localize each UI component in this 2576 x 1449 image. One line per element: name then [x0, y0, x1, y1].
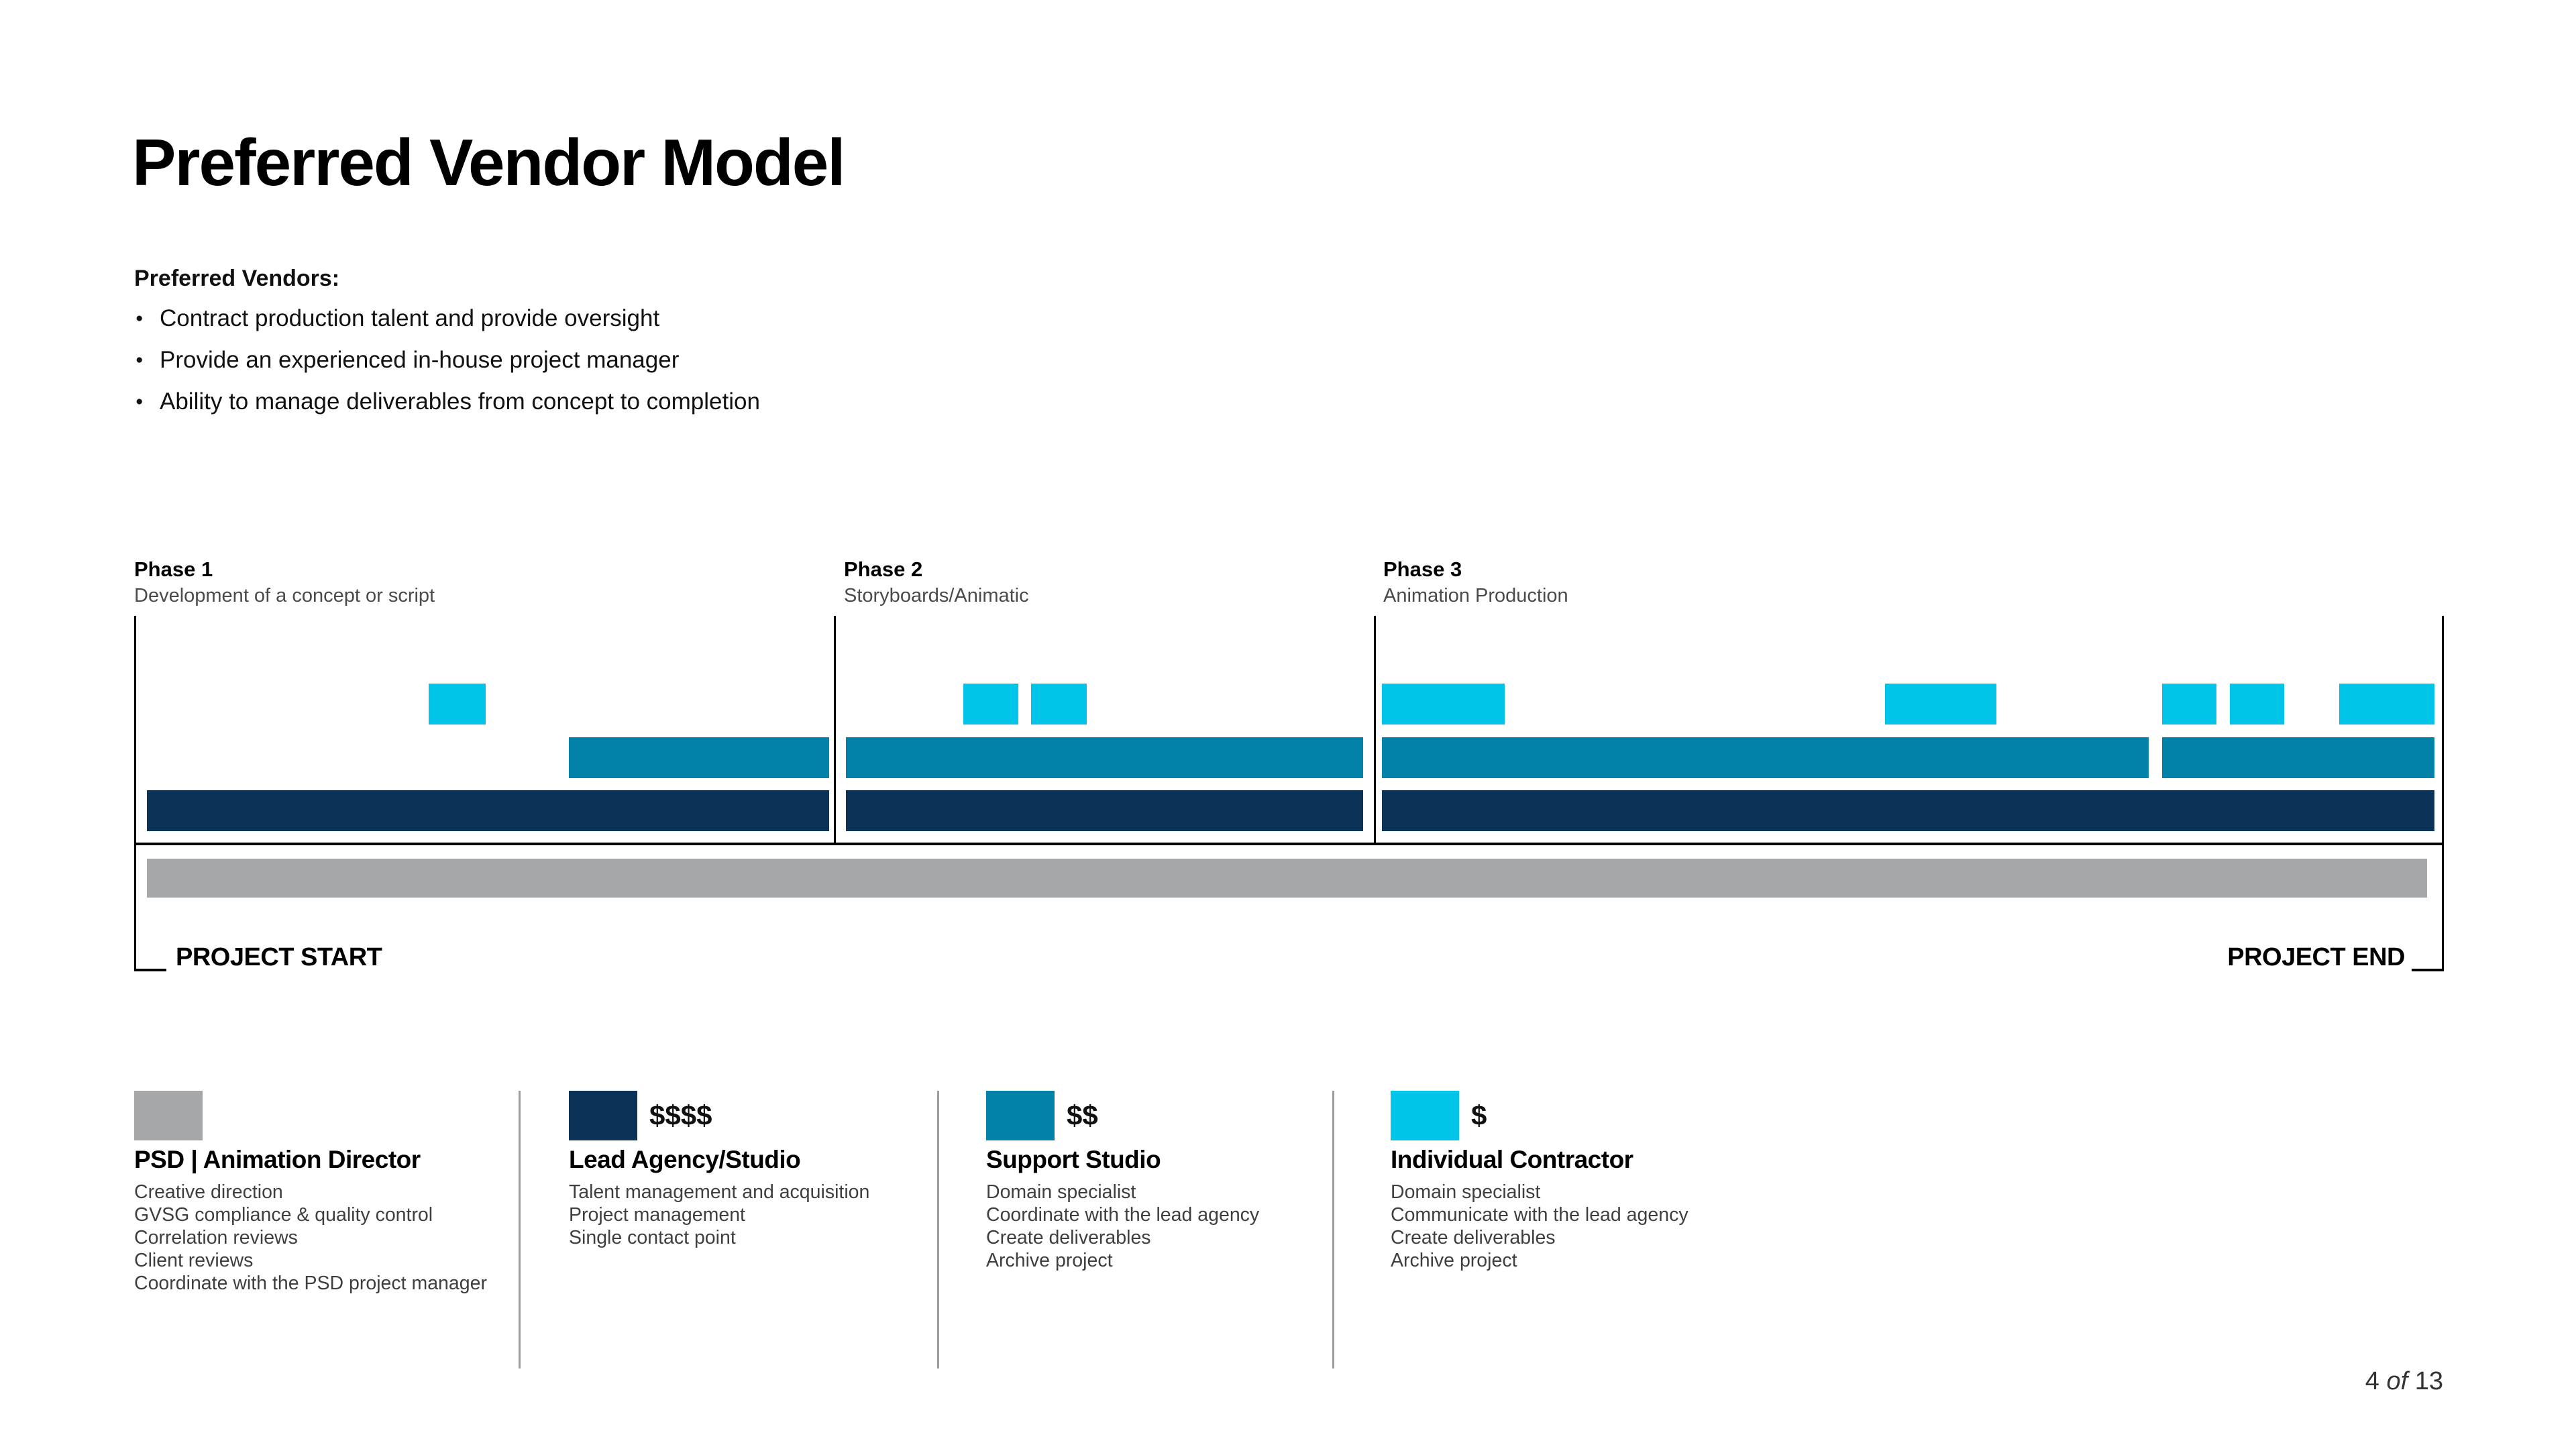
phase-label-group: Phase 3 Animation Production: [1383, 557, 1568, 608]
legend-detail: Coordinate with the PSD project manager: [134, 1273, 487, 1294]
timeline-bar-blue: [846, 737, 1363, 778]
legend-detail: Client reviews: [134, 1250, 254, 1271]
legend-price-label: $$: [1067, 1099, 1098, 1131]
phase-label-group: Phase 1 Development of a concept or scrip…: [134, 557, 435, 608]
timeline-bar-blue: [1382, 737, 2149, 778]
legend-detail: Creative direction: [134, 1181, 283, 1203]
timeline-bar-cyan: [2230, 684, 2284, 724]
legend-swatch-navy: [569, 1091, 637, 1140]
phase-separator-line: [1374, 616, 1376, 845]
vendor-timeline-chart: PROJECT START PROJECT END: [134, 616, 2446, 974]
legend-price-label: $$$$: [649, 1099, 712, 1131]
legend-detail: Domain specialist: [986, 1181, 1136, 1203]
legend-detail: Create deliverables: [1391, 1227, 1556, 1248]
legend-detail: Coordinate with the lead agency: [986, 1204, 1260, 1226]
legend-price-label: $: [1471, 1099, 1487, 1131]
phase-separator-line: [834, 616, 836, 845]
timeline-bar-cyan: [1382, 684, 1505, 724]
legend-swatch-gray: [134, 1091, 203, 1140]
legend-item-title: Individual Contractor: [1391, 1146, 1633, 1173]
legend-divider-line: [519, 1091, 521, 1368]
timeline-bar-blue: [2162, 737, 2434, 778]
legend-swatch-blue: [986, 1091, 1055, 1140]
timeline-bar-cyan: [1885, 684, 1996, 724]
page-title: Preferred Vendor Model: [132, 125, 846, 199]
legend-detail: Archive project: [986, 1250, 1113, 1271]
page-separator: of: [2386, 1367, 2408, 1395]
timeline-bar-gray: [147, 859, 2427, 898]
intro-bullet-list: Contract production talent and provide o…: [134, 305, 760, 415]
timeline-bar-navy: [1382, 790, 2434, 831]
phase-label-group: Phase 2 Storyboards/Animatic: [844, 557, 1029, 608]
legend-detail: GVSG compliance & quality control: [134, 1204, 433, 1226]
intro-bullet: Contract production talent and provide o…: [134, 305, 760, 332]
page-total: 13: [2414, 1367, 2443, 1395]
chart-baseline: [134, 843, 2444, 845]
legend-item-title: Lead Agency/Studio: [569, 1146, 801, 1173]
phase-name: Phase 3: [1383, 557, 1462, 581]
legend-detail: Project management: [569, 1204, 745, 1226]
project-start-label: PROJECT START: [176, 943, 382, 971]
legend-divider-line: [1332, 1091, 1334, 1368]
legend-detail: Talent management and acquisition: [569, 1181, 870, 1203]
phase-description: Development of a concept or script: [134, 585, 435, 606]
timeline-bar-cyan: [429, 684, 486, 724]
legend-detail: Domain specialist: [1391, 1181, 1541, 1203]
bracket-foot-right: [2412, 969, 2444, 971]
project-end-label: PROJECT END: [2227, 943, 2405, 971]
timeline-bar-cyan: [2339, 684, 2434, 724]
phase-description: Storyboards/Animatic: [844, 585, 1029, 606]
phase-labels: Phase 1 Development of a concept or scrip…: [134, 557, 2444, 617]
timeline-bar-navy: [147, 790, 829, 831]
timeline-bar-navy: [846, 790, 1363, 831]
intro-section: Preferred Vendors: Contract production t…: [134, 266, 760, 430]
timeline-bar-blue: [569, 737, 829, 778]
intro-heading: Preferred Vendors:: [134, 266, 340, 291]
legend-detail: Communicate with the lead agency: [1391, 1204, 1688, 1226]
legend-detail: Archive project: [1391, 1250, 1517, 1271]
legend-detail: Single contact point: [569, 1227, 736, 1248]
legend-item-title: Support Studio: [986, 1146, 1161, 1173]
chart-left-border: [134, 616, 136, 971]
timeline-bar-cyan: [963, 684, 1018, 724]
page-number: 4 of 13: [2365, 1367, 2443, 1396]
page-current: 4: [2365, 1367, 2379, 1395]
chart-right-border: [2442, 616, 2444, 971]
intro-bullet: Provide an experienced in-house project …: [134, 347, 760, 374]
legend-detail: Create deliverables: [986, 1227, 1151, 1248]
phase-name: Phase 2: [844, 557, 923, 581]
bracket-foot-left: [134, 969, 166, 971]
phase-name: Phase 1: [134, 557, 213, 581]
phase-description: Animation Production: [1383, 585, 1568, 606]
legend-detail: Correlation reviews: [134, 1227, 298, 1248]
intro-bullet: Ability to manage deliverables from conc…: [134, 388, 760, 415]
legend-item-title: PSD | Animation Director: [134, 1146, 421, 1173]
timeline-bar-cyan: [1031, 684, 1087, 724]
legend-swatch-cyan: [1391, 1091, 1459, 1140]
timeline-bar-cyan: [2162, 684, 2216, 724]
legend-divider-line: [937, 1091, 939, 1368]
